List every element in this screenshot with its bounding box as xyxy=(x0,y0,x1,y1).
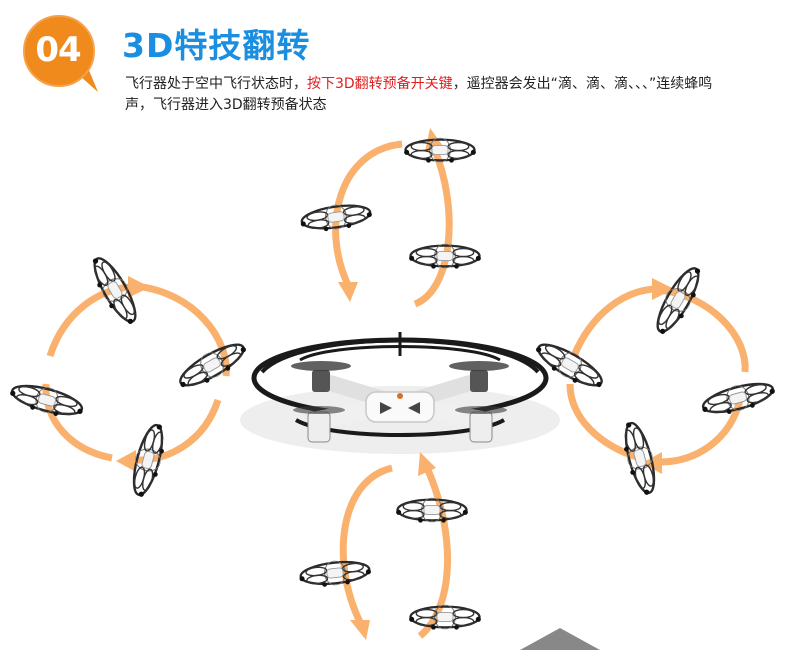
left-roll-arrows xyxy=(42,276,230,472)
description-part-2: ，遥控器会发出“滴、滴、滴、、、”连续蜂鸣声，飞行器进入3D翻转预备状态 xyxy=(125,76,713,113)
right-roll-arrows xyxy=(566,278,749,474)
description-part-1: 飞行器处于空中飞行状态时， xyxy=(125,76,307,92)
badge-number: 04 xyxy=(35,30,81,70)
step-badge: 04 xyxy=(22,14,104,96)
description: 飞行器处于空中飞行状态时，按下3D翻转预备开关键，遥控器会发出“滴、滴、滴、、、… xyxy=(125,74,735,116)
badge-shape xyxy=(23,15,98,92)
central-drone xyxy=(251,332,549,443)
top-flip-drones xyxy=(297,136,483,270)
bottom-flip-arrows xyxy=(339,452,452,640)
corner-decoration xyxy=(520,628,600,650)
page-title: 3D特技翻转 xyxy=(122,26,311,65)
bottom-flip-drones xyxy=(296,496,483,631)
description-highlight: 按下3D翻转预备开关键 xyxy=(307,76,453,92)
